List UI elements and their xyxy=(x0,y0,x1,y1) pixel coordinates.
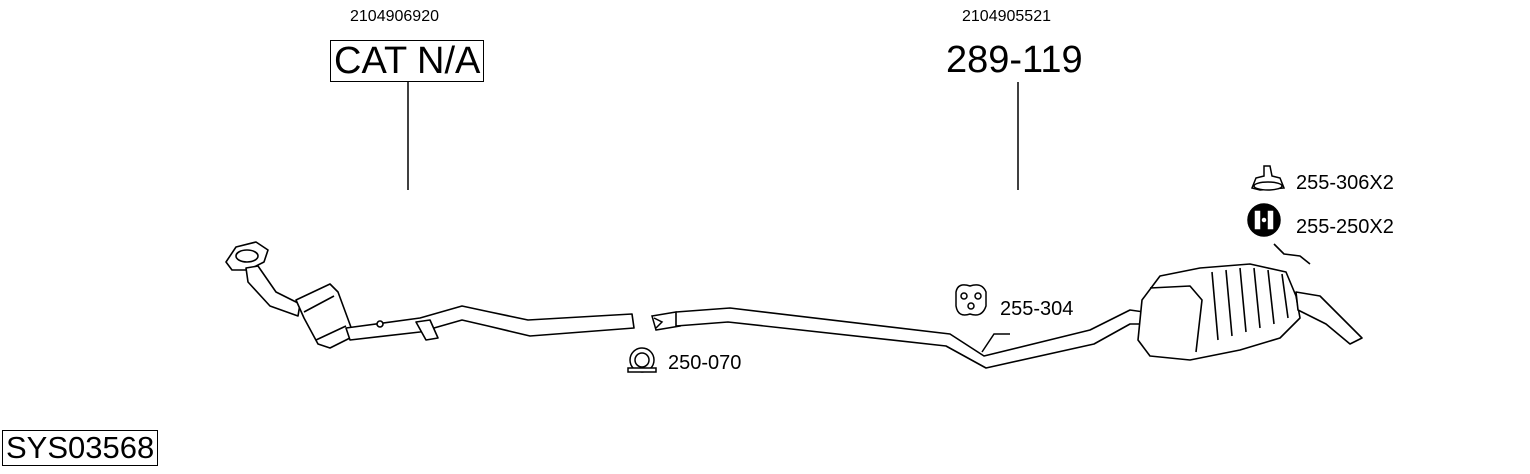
oe-number-right: 2104905521 xyxy=(962,8,1051,25)
hanger-part-number: 255-304 xyxy=(1000,298,1074,320)
main-part-number: 289-119 xyxy=(946,39,1083,81)
rubber-mount-icon xyxy=(1250,165,1286,191)
system-code: SYS03568 xyxy=(2,430,159,466)
ring-mount-icon xyxy=(1247,203,1281,237)
clamp-icon xyxy=(627,347,657,373)
clamp-part-number: 250-070 xyxy=(668,352,742,374)
catalytic-converter-section xyxy=(225,241,635,349)
hanger-icon xyxy=(955,284,987,316)
middle-pipe xyxy=(675,307,1145,369)
rubber-mount-part-number: 255-306X2 xyxy=(1296,172,1394,194)
cat-label: CAT N/A xyxy=(330,40,485,82)
rear-silencer xyxy=(1137,243,1363,361)
ring-mount-part-number: 255-250X2 xyxy=(1296,216,1394,238)
oe-number-left: 2104906920 xyxy=(350,8,439,25)
